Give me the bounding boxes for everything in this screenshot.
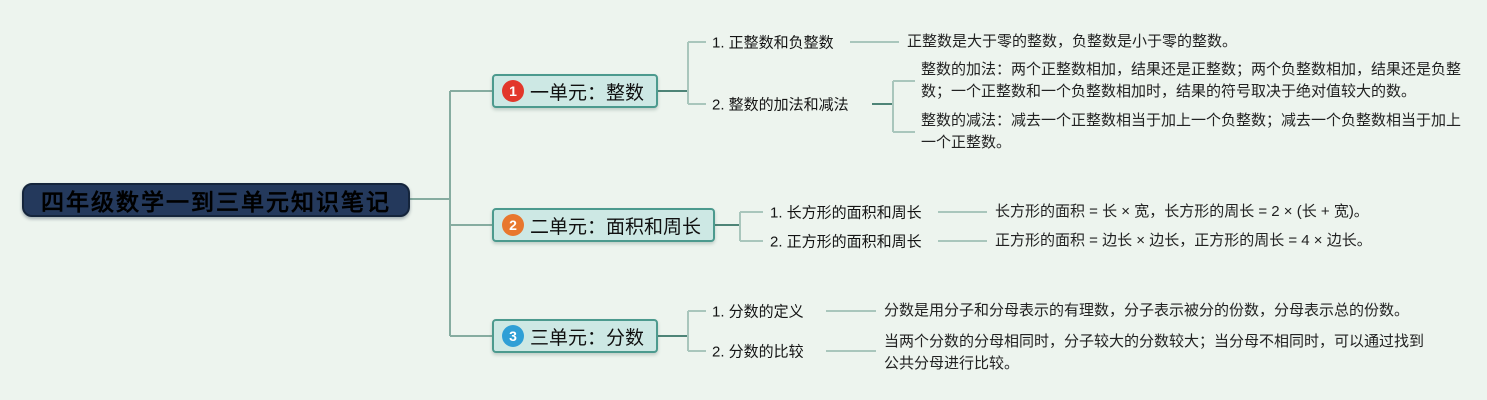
badge-2-icon: 2 — [502, 214, 524, 236]
subtopic-rectangle-area-perimeter[interactable]: 1. 长方形的面积和周长 — [770, 204, 922, 222]
note-integer-definition[interactable]: 正整数是大于零的整数，负整数是小于零的整数。 — [907, 33, 1238, 50]
subtopic-integer-add-subtract[interactable]: 2. 整数的加法和减法 — [712, 96, 849, 114]
subtopic-square-area-perimeter[interactable]: 2. 正方形的面积和周长 — [770, 233, 922, 251]
badge-1-icon: 1 — [502, 80, 524, 102]
branch-label-unit3: 三单元：分数 — [530, 327, 645, 349]
note-fraction-comparison[interactable]: 当两个分数的分母相同时，分子较大的分数较大；当分母不相同时，可以通过找到公共分母… — [884, 333, 1425, 372]
branch-label-unit1: 一单元：整数 — [530, 82, 645, 104]
subtopic-fraction-definition[interactable]: 1. 分数的定义 — [712, 303, 804, 321]
branch-node-unit2[interactable]: 2 二单元：面积和周长 — [492, 208, 716, 242]
note-fraction-definition[interactable]: 分数是用分子和分母表示的有理数，分子表示被分的份数，分母表示总的份数。 — [884, 302, 1410, 319]
subtopic-positive-negative-integers[interactable]: 1. 正整数和负整数 — [712, 34, 834, 52]
note-integer-addition[interactable]: 整数的加法：两个正整数相加，结果还是正整数；两个负整数相加，结果还是负整数；一个… — [921, 61, 1462, 100]
branch-node-unit1[interactable]: 1 一单元：整数 — [492, 74, 659, 108]
branch-node-unit3[interactable]: 3 三单元：分数 — [492, 319, 659, 353]
note-integer-subtraction[interactable]: 整数的减法：减去一个正整数相当于加上一个负整数；减去一个负整数相当于加上一个正整… — [921, 112, 1462, 151]
badge-3-icon: 3 — [502, 325, 524, 347]
note-rectangle-formula[interactable]: 长方形的面积 = 长 × 宽，长方形的周长 = 2 × (长 + 宽)。 — [995, 203, 1369, 220]
note-square-formula[interactable]: 正方形的面积 = 边长 × 边长，正方形的周长 = 4 × 边长。 — [995, 232, 1372, 249]
subtopic-fraction-comparison[interactable]: 2. 分数的比较 — [712, 343, 804, 361]
root-node[interactable]: 四年级数学一到三单元知识笔记 — [22, 183, 410, 217]
branch-label-unit2: 二单元：面积和周长 — [530, 216, 702, 238]
